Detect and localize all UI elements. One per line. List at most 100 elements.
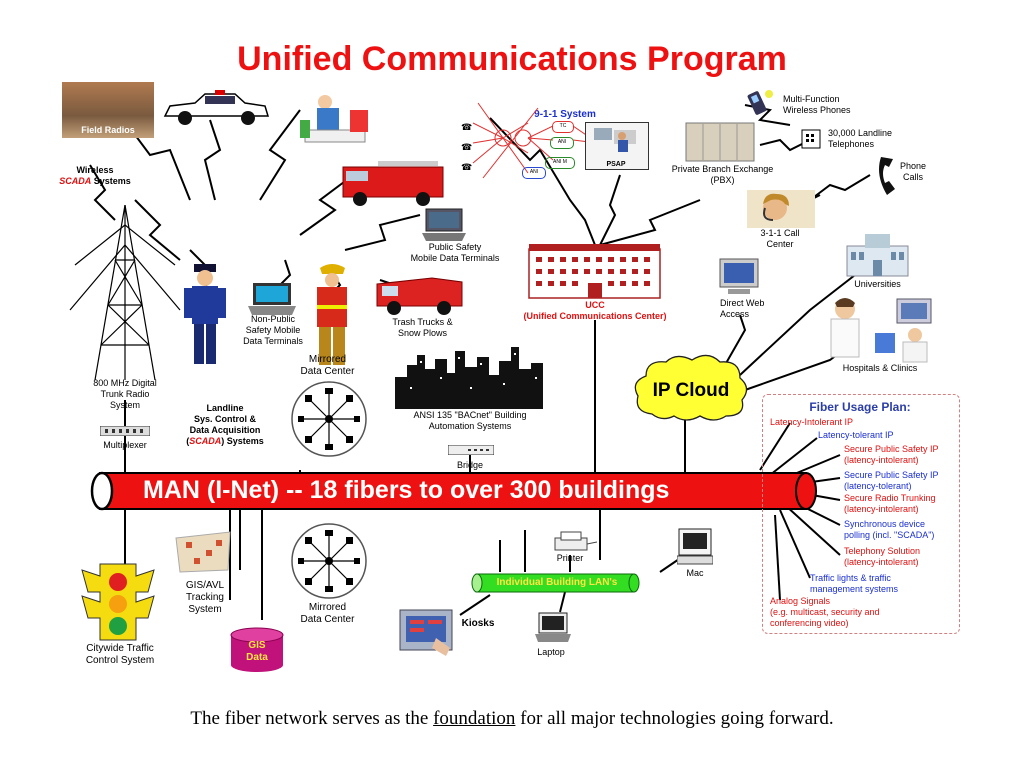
bridge-label: Bridge xyxy=(456,460,483,470)
headset-icon xyxy=(747,190,815,228)
gis-data-label: GIS Data xyxy=(246,640,268,663)
landline-phone-icon xyxy=(801,129,821,149)
fiber-item-3: Secure Public Safety IP (latency-intoler… xyxy=(844,444,939,465)
svg-text:☎: ☎ xyxy=(461,142,472,152)
tc-label: TC xyxy=(559,123,567,129)
direct-web-label: Direct Web Access xyxy=(720,298,765,319)
phone-handset-icon xyxy=(879,157,895,195)
ani2-label: ANI xyxy=(529,169,539,175)
laptop-label: Laptop xyxy=(537,647,565,657)
firefighter-icon xyxy=(317,264,347,365)
kiosks-label: Kiosks xyxy=(461,618,495,629)
trash-truck-icon xyxy=(376,277,463,315)
lan-label: Individual Building LAN's xyxy=(496,577,618,588)
traffic-light-icon xyxy=(81,563,155,641)
multiplexer-icon xyxy=(100,426,150,436)
landline-scada-systems: ) Systems xyxy=(221,436,264,446)
mirrored-dc-bottom-label: Mirrored Data Center xyxy=(300,602,355,625)
ani-m-box xyxy=(545,157,575,169)
svg-text:☎: ☎ xyxy=(461,122,472,132)
ip-cloud-label: IP Cloud xyxy=(652,380,730,401)
field-radios-photo xyxy=(62,82,154,138)
mac-label: Mac xyxy=(686,568,704,578)
svg-text:☎: ☎ xyxy=(461,162,472,172)
ip-cloud-shape xyxy=(634,354,748,421)
bridge-icon xyxy=(448,445,494,455)
caption-underlined: foundation xyxy=(433,708,516,729)
fiber-item-4: Secure Public Safety IP (latency-toleran… xyxy=(844,470,939,491)
ani-box xyxy=(550,137,574,149)
call-center-311-label: 3-1-1 Call Center xyxy=(760,228,800,249)
police-officer-icon xyxy=(184,264,226,364)
psap-label: PSAP xyxy=(606,161,626,168)
medic-icon xyxy=(300,95,368,143)
citywide-traffic-label: Citywide Traffic Control System xyxy=(85,643,155,666)
trash-trucks-label: Trash Trucks & Snow Plows xyxy=(392,317,453,338)
fiber-usage-title: Fiber Usage Plan: xyxy=(809,400,911,414)
fiber-item-8: Traffic lights & traffic management syst… xyxy=(810,573,899,594)
hospital-icon xyxy=(830,298,932,363)
ansi-bacnet-label: ANSI 135 "BACnet" Building Automation Sy… xyxy=(413,410,527,431)
map-icon xyxy=(175,531,231,573)
landline-telephones-label: 30,000 Landline Telephones xyxy=(828,128,893,149)
fiber-item-1: Latency-Intolerant IP xyxy=(770,417,854,427)
phone-calls-label: Phone Calls xyxy=(899,161,927,182)
city-skyline-icon xyxy=(395,347,543,409)
ucc-label: UCC (Unified Communications Center) xyxy=(523,300,667,321)
fiber-item-7: Telephony Solution (latency-intolerant) xyxy=(844,546,921,567)
sys-911-label: 9-1-1 System xyxy=(534,109,596,120)
landline-scada-line1: Landline Sys. Control & Data Acquisition xyxy=(189,403,261,435)
ani-label: ANI xyxy=(557,139,567,145)
data-center-icon xyxy=(291,381,367,457)
computer-icon xyxy=(719,258,759,294)
police-car-icon xyxy=(163,90,270,125)
fiber-item-5: Secure Radio Trunking (latency-intoleran… xyxy=(844,493,936,514)
multiplexer-label: Multiplexer xyxy=(103,440,147,450)
wireless-scada-label: Wireless SCADA Systems xyxy=(40,165,150,187)
fire-truck-icon xyxy=(342,161,444,206)
tc-box xyxy=(552,121,574,133)
ani2-box xyxy=(522,167,546,179)
kiosk-icon xyxy=(399,609,453,656)
laptop-icon-lan xyxy=(535,612,571,642)
database-icon xyxy=(230,627,284,672)
wireless-scada-line1: Wireless xyxy=(76,165,114,175)
man-pipe xyxy=(90,471,817,511)
caption-after: for all major technologies going forward… xyxy=(515,708,834,729)
man-label: MAN (I-Net) -- 18 fibers to over 300 bui… xyxy=(143,476,670,504)
footer-caption: The fiber network serves as the foundati… xyxy=(0,708,1024,730)
field-radios-label: Field Radios xyxy=(81,125,135,135)
non-public-mdt-label: Non-Public Safety Mobile Data Terminals xyxy=(243,314,303,346)
page-title: Unified Communications Program xyxy=(237,40,787,78)
wireless-scada-systems: Systems xyxy=(91,176,131,186)
landline-paren-open: ( xyxy=(186,436,190,446)
printer-icon xyxy=(554,531,597,551)
gis-avl-label: GIS/AVL Tracking System xyxy=(185,580,225,615)
caption-before: The fiber network serves as the xyxy=(190,708,434,729)
fiber-usage-box xyxy=(762,394,960,634)
fiber-item-9: Analog Signals (e.g. multicast, security… xyxy=(770,596,880,628)
hospitals-label: Hospitals & Clinics xyxy=(842,363,918,373)
pbx-icon xyxy=(685,122,755,162)
multi-function-label: Multi-Function Wireless Phones xyxy=(783,94,851,115)
wireless-phone-icon xyxy=(747,90,773,115)
wireless-scada-word: SCADA xyxy=(59,176,92,186)
radio-tower-icon xyxy=(69,205,181,380)
fiber-item-6: Synchronous device polling (incl. "SCADA… xyxy=(844,519,935,540)
laptop-icon xyxy=(422,208,466,241)
mirrored-dc-top-label: Mirrored Data Center xyxy=(300,354,355,377)
mac-computer-icon xyxy=(677,528,713,565)
ucc-building-icon xyxy=(528,244,661,299)
university-icon xyxy=(846,234,909,277)
data-center-icon-bottom xyxy=(291,523,367,599)
fiber-item-2: Latency-tolerant IP xyxy=(818,430,894,440)
ani-m-label: ANI M xyxy=(553,159,567,165)
pbx-label: Private Branch Exchange (PBX) xyxy=(671,164,774,185)
landline-scada-label: Landline Sys. Control & Data Acquisition… xyxy=(165,403,285,447)
non-public-laptop-icon xyxy=(248,283,296,315)
public-safety-mdt-label: Public Safety Mobile Data Terminals xyxy=(410,242,500,263)
lan-pipe xyxy=(471,573,640,593)
dispatcher-icon xyxy=(594,128,636,152)
trunk-radio-label: 800 MHz Digital Trunk Radio System xyxy=(93,378,157,410)
